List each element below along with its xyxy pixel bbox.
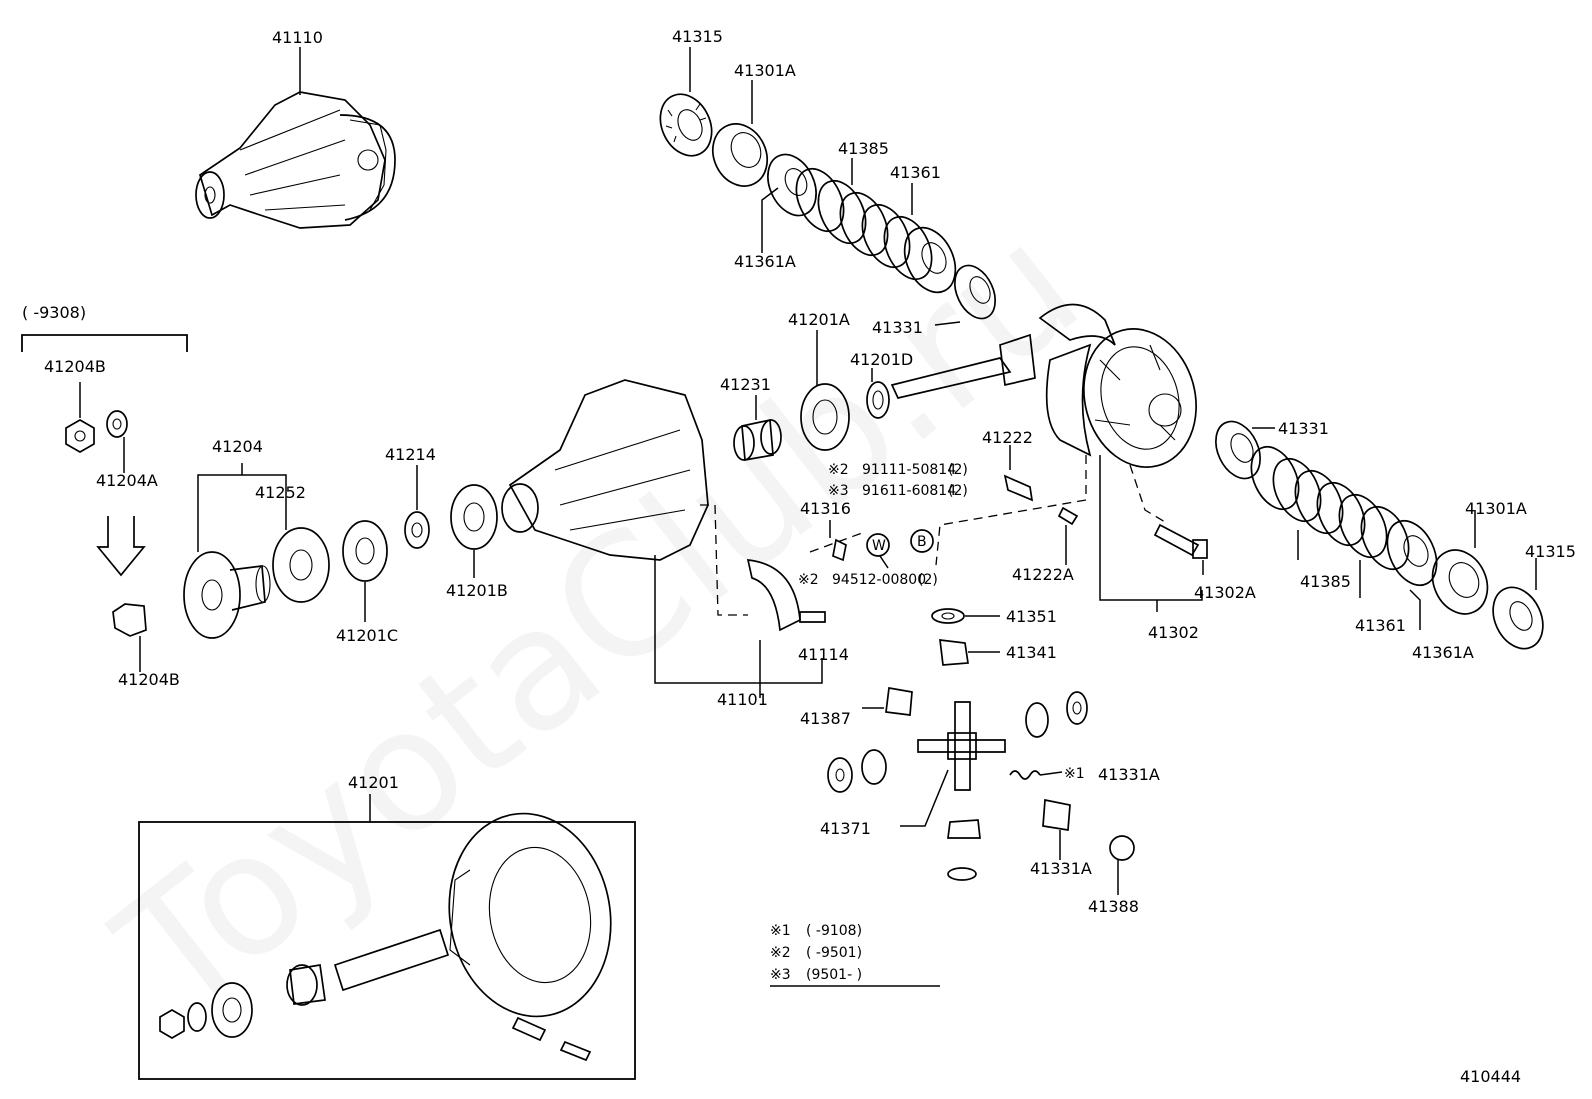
label-41204: 41204 [212,437,263,456]
circle-mark-b: B [917,534,927,550]
label-41201b: 41201B [446,581,508,600]
label-41301a-right: 41301A [1465,499,1527,518]
legend-mark-3: ※3 [770,967,791,983]
label-41252: 41252 [255,483,306,502]
diagram-id: 410444 [1460,1067,1521,1086]
watermark: ToyotaClub.ru [83,187,1114,1053]
lower-right-diff-components [1215,420,1544,650]
footnote-qty-3: (2) [918,572,938,588]
label-41331-top: 41331 [872,318,923,337]
footnote-part-3: 94512-00800 [832,572,926,588]
label-41331a-bottom: 41331A [1030,859,1092,878]
label-41388: 41388 [1088,897,1139,916]
label-41301a-top: 41301A [734,61,796,80]
label-41222a: 41222A [1012,565,1074,584]
footnote-qty-1: (2) [948,462,968,478]
footnote-mark-1: ※2 [828,462,849,478]
label-41222: 41222 [982,428,1033,447]
footnote-qty-2: (2) [948,483,968,499]
carrier-assembly-drawing [195,47,396,229]
label-41110: 41110 [272,28,323,47]
footnote-mark-4: ※1 [1064,766,1085,782]
upper-diff-case-components [659,47,997,326]
label-41302a: 41302A [1194,583,1256,602]
range-label-top-left: ( -9308) [22,303,86,322]
footnote-mark-3: ※2 [798,572,819,588]
label-41351: 41351 [1006,607,1057,626]
spider-gear-components [827,687,1135,895]
label-41385-right: 41385 [1300,572,1351,591]
label-41331-right: 41331 [1278,419,1329,438]
label-41201a: 41201A [788,310,850,329]
label-41361-top: 41361 [890,163,941,182]
label-41201c: 41201C [336,626,398,645]
circle-mark-w: W [872,538,886,554]
pinion-side-components [501,330,1079,698]
label-41387: 41387 [800,709,851,728]
label-41114: 41114 [798,645,849,664]
label-41315-top: 41315 [672,27,723,46]
label-41231: 41231 [720,375,771,394]
label-41371: 41371 [820,819,871,838]
label-41204b-top: 41204B [44,357,106,376]
footnote-mark-2: ※3 [828,483,849,499]
ring-pinion-set-box [138,794,636,1080]
diff-case-drawing [700,303,1208,616]
label-41204a: 41204A [96,471,158,490]
footnote-part-1: 91111-50814 [862,462,956,478]
footnote-part-2: 91611-60814 [862,483,956,499]
legend-range-3: (9501- ) [806,967,862,983]
label-41361a-right: 41361A [1412,643,1474,662]
label-41316: 41316 [800,499,851,518]
companion-flange-components [21,334,498,672]
legend-range-2: ( -9501) [806,945,862,961]
label-41201d: 41201D [850,350,913,369]
label-41385-top: 41385 [838,139,889,158]
label-41341: 41341 [1006,643,1057,662]
legend-range-1: ( -9108) [806,923,862,939]
label-41331a-top: 41331A [1098,765,1160,784]
label-41201: 41201 [348,773,399,792]
label-41361-right: 41361 [1355,616,1406,635]
label-41302: 41302 [1148,623,1199,642]
label-41101: 41101 [717,690,768,709]
label-41315-right: 41315 [1525,542,1576,561]
label-41214: 41214 [385,445,436,464]
label-41361a-top: 41361A [734,252,796,271]
legend-mark-2: ※2 [770,945,791,961]
legend-mark-1: ※1 [770,923,791,939]
label-41204b-bottom: 41204B [118,670,180,689]
